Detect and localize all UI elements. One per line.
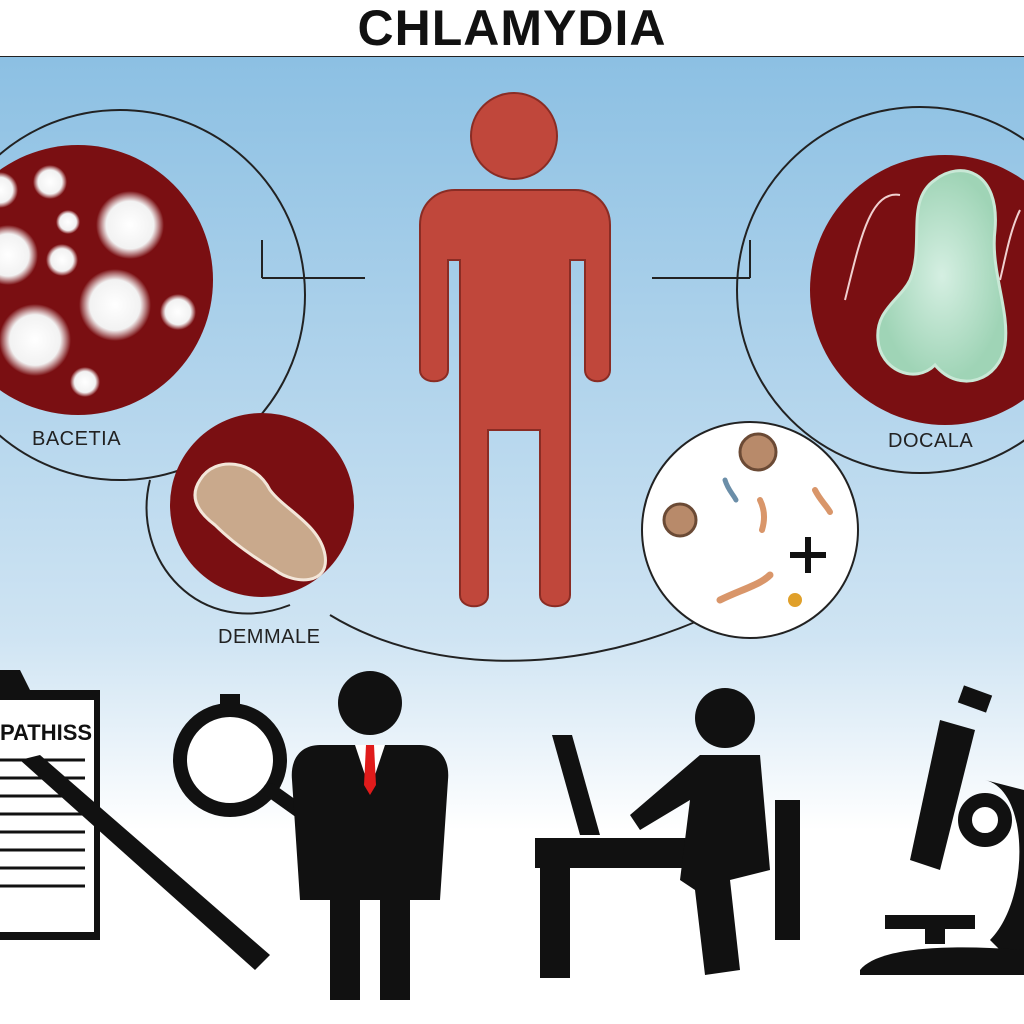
right-circle-label: DOCALA bbox=[888, 430, 974, 452]
page-title: CHLAMYDIA bbox=[357, 0, 667, 56]
microscope-icon bbox=[860, 685, 1024, 975]
microbe-icon bbox=[738, 432, 778, 472]
person-at-laptop-icon bbox=[535, 688, 800, 978]
cell-circle bbox=[810, 155, 1024, 425]
cell-icon bbox=[876, 169, 1008, 383]
human-figure-icon bbox=[419, 92, 611, 608]
diagram-canvas bbox=[0, 57, 1024, 1024]
magnifying-glass-icon bbox=[173, 694, 312, 822]
rod-bacterium-circle bbox=[170, 413, 354, 597]
bacteria-spore-icon bbox=[0, 165, 196, 397]
rod-bacterium-icon bbox=[193, 462, 327, 582]
connector-lines bbox=[0, 106, 1024, 662]
doctor-icon bbox=[291, 671, 449, 1000]
left-circle-label: BACETIA bbox=[32, 428, 122, 450]
clipboard-label: PATHISS bbox=[0, 720, 93, 745]
plus-icon bbox=[790, 537, 826, 573]
title-bar: CHLAMYDIA bbox=[0, 0, 1024, 58]
microbes-circle bbox=[641, 421, 859, 639]
bottom-circle-label: DEMMALE bbox=[218, 626, 321, 648]
bacteria-circle bbox=[0, 145, 213, 415]
pen-icon bbox=[20, 755, 270, 970]
